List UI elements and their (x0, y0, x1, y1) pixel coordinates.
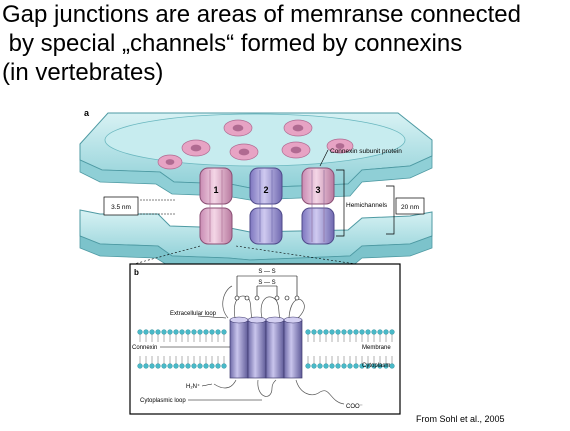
cterm-label: COO⁻ (346, 404, 363, 410)
lipid-head (329, 329, 335, 335)
lipid-head (377, 329, 383, 335)
lipid-head (197, 363, 203, 369)
lipid-head (185, 363, 191, 369)
lipid-head (347, 363, 353, 369)
lipid-bilayer (137, 329, 395, 369)
lipid-head (353, 363, 359, 369)
lipid-head (335, 329, 341, 335)
lipid-head (203, 363, 209, 369)
lipid-head (215, 363, 221, 369)
source-credit: From Sohl et al., 2005 (416, 414, 505, 424)
surface-connexons (157, 119, 354, 170)
lipid-head (191, 363, 197, 369)
title-line-2: by special „channels“ formed by connexin… (2, 30, 463, 57)
lipid-head (137, 363, 143, 369)
lipid-head (221, 363, 227, 369)
lipid-head (143, 363, 149, 369)
subunit-label: Connexin subunit protein (330, 148, 402, 155)
lipid-head (155, 329, 161, 335)
lipid-head (323, 329, 329, 335)
lipid-head (317, 363, 323, 369)
transmembrane-helices (229, 316, 303, 379)
lipid-head (323, 363, 329, 369)
channel-2 (249, 167, 283, 245)
lipid-head (155, 363, 161, 369)
channel-number-1: 1 (213, 185, 218, 195)
nterm-label: H₂N⁺ (186, 383, 200, 390)
hemichannels-label: Hemichannels (346, 202, 388, 209)
gap-measure: 3.5 nm (111, 204, 131, 211)
lipid-head (353, 329, 359, 335)
lipid-head (191, 329, 197, 335)
lipid-head (179, 329, 185, 335)
lipid-head (167, 329, 173, 335)
hemichannel-bracket (336, 169, 345, 237)
lipid-head (359, 329, 365, 335)
lipid-head (149, 363, 155, 369)
lipid-head (185, 329, 191, 335)
lipid-head (389, 329, 395, 335)
title-line-1: Gap junctions are areas of memranse conn… (2, 1, 521, 28)
cytoplasmic-tails (213, 379, 345, 405)
lipid-head (173, 363, 179, 369)
lipid-head (161, 329, 167, 335)
connexin-label: Connexin (132, 345, 157, 351)
channel-1 (199, 167, 233, 245)
disulfide-top-label: S — S (258, 269, 275, 275)
membrane-label: Membrane (362, 345, 391, 351)
lipid-head (173, 329, 179, 335)
lipid-head (365, 329, 371, 335)
lipid-head (215, 329, 221, 335)
extracellular-label: Extracellular loop (170, 311, 217, 317)
lipid-head (305, 329, 311, 335)
lipid-head (161, 363, 167, 369)
lipid-head (221, 329, 227, 335)
disulfide-bonds (234, 275, 300, 301)
membrane-top-surface (104, 113, 406, 167)
lipid-head (335, 363, 341, 369)
lipid-head (209, 363, 215, 369)
lipid-head (197, 329, 203, 335)
channel-number-3: 3 (315, 185, 320, 195)
lipid-head (203, 329, 209, 335)
panel-a-letter: a (84, 108, 90, 118)
panel-a: 1 2 3 a Connexin subunit protein 3.5 nm … (79, 108, 433, 273)
lipid-head (311, 329, 317, 335)
lipid-head (149, 329, 155, 335)
total-measure-bracket (386, 185, 395, 235)
lipid-head (137, 329, 143, 335)
lipid-head (179, 363, 185, 369)
lipid-head (167, 363, 173, 369)
disulfide-mid-label: S — S (258, 280, 275, 286)
panel-b-letter: b (134, 268, 139, 277)
lipid-head (341, 329, 347, 335)
lipid-head (329, 363, 335, 369)
total-measure: 20 nm (401, 204, 419, 211)
lower-membrane-front (79, 235, 433, 273)
lipid-head (341, 363, 347, 369)
cyto-loop-label: Cytoplasmic loop (140, 398, 186, 404)
zoom-line-right (235, 245, 357, 265)
lipid-head (209, 329, 215, 335)
lipid-head (143, 329, 149, 335)
lipid-head (305, 363, 311, 369)
lipid-head (371, 329, 377, 335)
channel-3 (301, 167, 335, 245)
lipid-head (317, 329, 323, 335)
panel-b: b (129, 263, 401, 415)
lipid-head (383, 329, 389, 335)
lipid-head (311, 363, 317, 369)
cytoplasm-label: Cytoplasm (362, 363, 390, 369)
zoom-line-left (133, 245, 201, 265)
subunit-leader (319, 149, 329, 167)
channel-number-2: 2 (263, 185, 268, 195)
lipid-head (347, 329, 353, 335)
gap-measure-box (103, 196, 139, 216)
title-line-3: (in vertebrates) (2, 59, 164, 86)
